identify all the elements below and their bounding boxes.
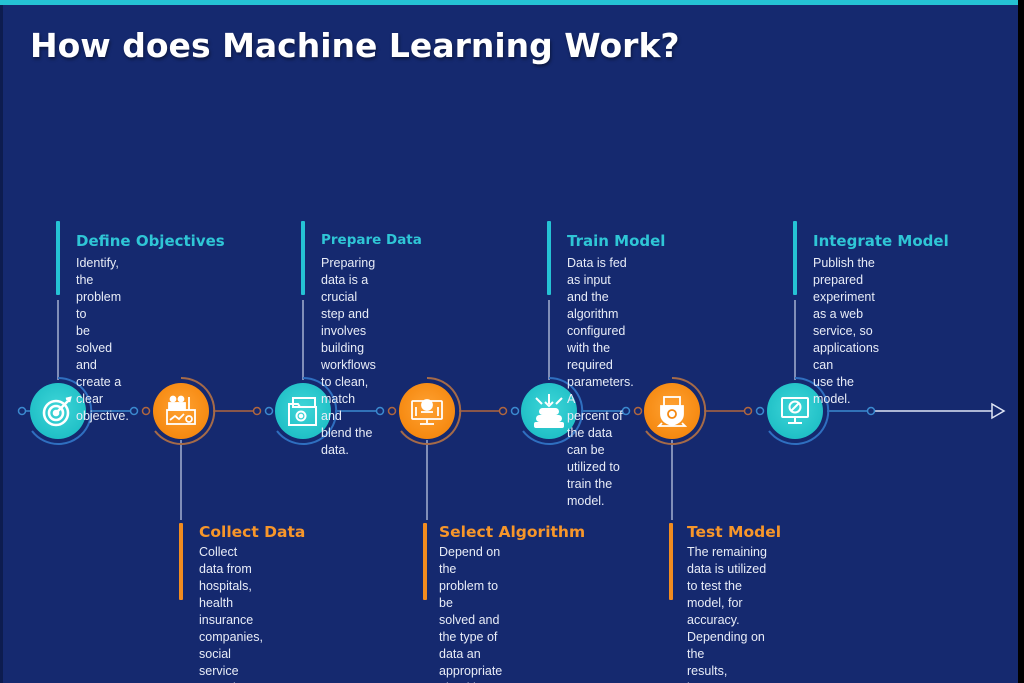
connector-lines [57, 300, 796, 520]
timeline-segments [26, 402, 1006, 420]
step-description: Collect data from hospitals, health insu… [199, 545, 263, 683]
folder-gear-icon [288, 397, 317, 426]
step-heading: Collect Data [199, 523, 306, 541]
step-accent-bar [423, 523, 427, 600]
hospital-data-icon [166, 395, 196, 425]
step-node-6 [644, 376, 707, 445]
step-node-1 [30, 376, 93, 445]
step-heading: Prepare Data [321, 232, 422, 248]
step-description: Publish the prepared experiment as a web… [813, 256, 880, 406]
top-accent-strip [0, 0, 1018, 5]
step-accent-bar [56, 221, 60, 295]
step-node-4 [399, 376, 462, 445]
step-heading: Train Model [567, 232, 666, 250]
step-heading: Define Objectives [76, 232, 225, 250]
step-accent-bar [179, 523, 183, 600]
step-accent-bar [669, 523, 673, 600]
step-node-7 [767, 376, 830, 445]
step-description: Preparing data is a crucial step and inv… [321, 256, 376, 457]
timeline-end-arrow-icon [991, 402, 1006, 420]
test-badge-gear-icon [656, 396, 688, 427]
monitor-gear-icon [411, 399, 443, 425]
web-service-monitor-icon [781, 397, 809, 424]
step-heading: Integrate Model [813, 232, 949, 250]
step-node-3 [275, 376, 338, 445]
step-description: Data is fed as input and the algorithm c… [567, 256, 634, 508]
step-node-2 [153, 376, 216, 445]
step-description: The remaining data is utilized to test t… [687, 545, 769, 683]
step-heading: Test Model [687, 523, 782, 541]
step-description: Identify, the problem to be solved and c… [76, 256, 129, 423]
step-accent-bar [547, 221, 551, 295]
timeline-node-dots [17, 406, 876, 416]
data-input-stack-icon [534, 394, 564, 428]
step-heading: Select Algorithm [439, 523, 586, 541]
step-node-5 [521, 376, 584, 445]
target-icon [42, 396, 72, 427]
page-title: How does Machine Learning Work? [30, 26, 680, 65]
step-accent-bar [793, 221, 797, 295]
step-description: Depend on the problem to be solved and t… [439, 545, 503, 683]
left-edge-shadow [0, 5, 3, 683]
step-accent-bar [301, 221, 305, 295]
